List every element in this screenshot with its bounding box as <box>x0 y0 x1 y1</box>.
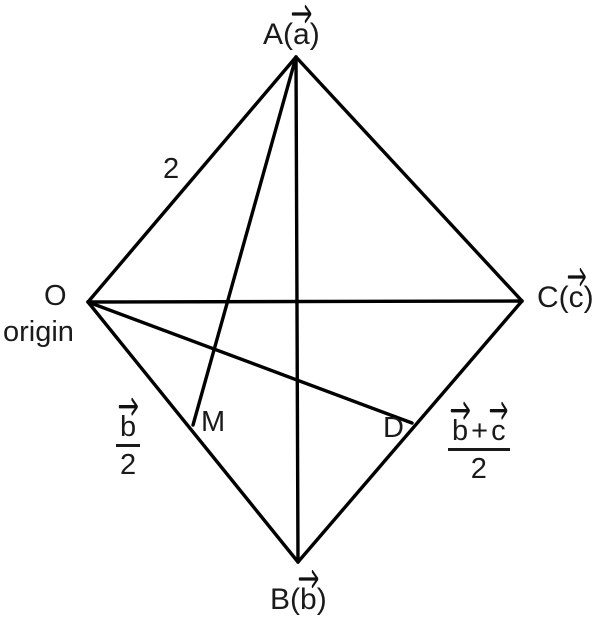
vertex-label-c: C(c) <box>537 268 594 314</box>
vertex-b-prefix: B( <box>270 583 300 616</box>
edge-o-b <box>86 300 300 564</box>
edge-a-m <box>191 55 298 427</box>
vertex-a-prefix: A( <box>263 18 293 51</box>
vector-a: a <box>291 5 312 51</box>
vertex-o-letter: O <box>44 280 67 312</box>
edge-o-a <box>86 55 298 304</box>
numerator-second-letter: c <box>491 415 506 447</box>
vector-b: b <box>298 570 319 616</box>
fraction-b-over-2: b 2 <box>116 397 141 482</box>
vector-b-half: b <box>118 397 138 443</box>
point-d-text: D <box>383 412 404 444</box>
fraction-numerator: b+c <box>448 401 510 447</box>
vector-c-letter: c <box>568 281 584 314</box>
point-m-text: M <box>201 406 226 438</box>
ratio-label-2: 2 <box>163 155 179 184</box>
vector-b-term: b <box>450 401 470 447</box>
fraction-bar <box>116 444 141 448</box>
vertex-a-suffix: ) <box>309 18 320 51</box>
fraction-numerator-letter: b <box>120 411 137 443</box>
edge-o-d <box>86 300 414 425</box>
vertex-c-suffix: ) <box>583 281 594 314</box>
ratio-2-text: 2 <box>163 153 180 185</box>
edge-b-c <box>296 299 524 564</box>
vector-a-letter: a <box>293 18 310 51</box>
edge-a-b <box>294 55 300 564</box>
vertex-b-suffix: ) <box>316 583 327 616</box>
edge-a-c <box>294 55 524 303</box>
vector-c: c <box>567 268 586 314</box>
point-label-m: M <box>201 408 225 437</box>
vertex-label-o: O <box>44 282 67 311</box>
point-label-d: D <box>383 414 404 443</box>
vertex-c-prefix: C( <box>537 281 569 314</box>
fraction-denominator: 2 <box>120 449 137 482</box>
vertex-label-b: B(b) <box>270 570 327 616</box>
origin-text: origin <box>3 316 74 348</box>
numerator-first-letter: b <box>452 415 469 447</box>
fraction-denominator: 2 <box>470 453 487 486</box>
edge-o-c <box>86 299 524 304</box>
origin-caption: origin <box>3 318 74 347</box>
vector-c-term: c <box>489 401 508 447</box>
numerator-operator: + <box>471 415 489 447</box>
fraction-bar <box>448 448 510 452</box>
fraction-numerator: b <box>116 397 140 443</box>
fraction-b-plus-c-over-2: b+c 2 <box>448 401 510 486</box>
vertex-label-a: A(a) <box>263 5 320 51</box>
vector-b-letter: b <box>300 583 317 616</box>
